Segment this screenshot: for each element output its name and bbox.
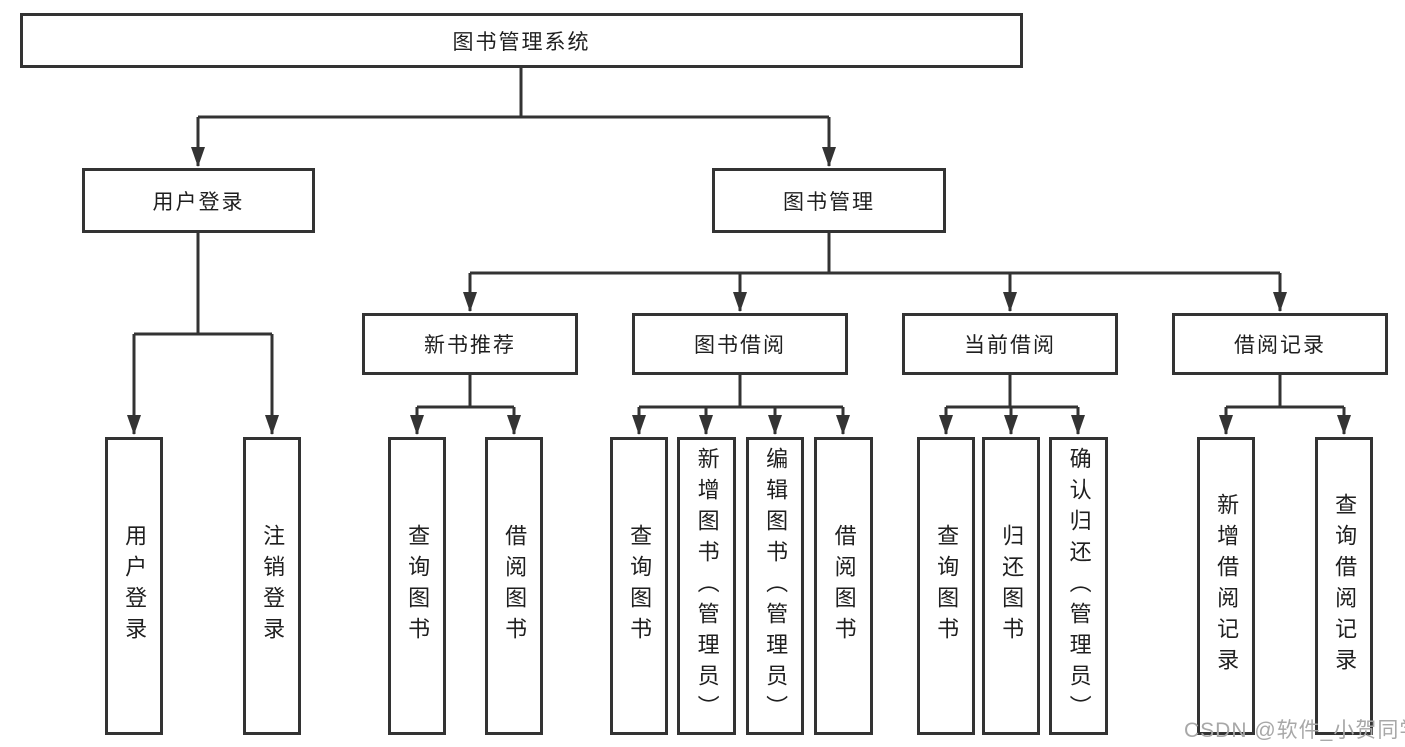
leaf-query-books-borrow-label: 查询图书 xyxy=(627,524,653,648)
leaf-query-books-borrow: 查询图书 xyxy=(610,437,668,735)
leaf-borrow-books-recommend: 借阅图书 xyxy=(485,437,543,735)
leaf-add-borrow-record: 新增借阅记录 xyxy=(1197,437,1255,735)
leaf-borrow-books-recommend-label: 借阅图书 xyxy=(502,524,528,648)
node-new-book-recommend-label: 新书推荐 xyxy=(424,334,516,357)
node-book-borrow-label: 图书借阅 xyxy=(694,334,786,357)
csdn-watermark: CSDN @软件_小贺同学 xyxy=(1184,719,1405,742)
leaf-query-borrow-record: 查询借阅记录 xyxy=(1315,437,1373,735)
node-user-login: 用户登录 xyxy=(82,168,315,233)
leaf-query-books-recommend-label: 查询图书 xyxy=(405,524,431,648)
leaf-edit-books-admin: 编辑图书（管理员） xyxy=(746,437,804,735)
node-user-login-label: 用户登录 xyxy=(152,190,245,214)
node-library-system-label: 图书管理系统 xyxy=(452,30,591,54)
leaf-query-books-recommend: 查询图书 xyxy=(388,437,446,735)
leaf-confirm-return-admin: 确认归还（管理员） xyxy=(1049,437,1108,735)
leaf-query-borrow-record-label: 查询借阅记录 xyxy=(1332,493,1358,679)
node-library-system: 图书管理系统 xyxy=(20,13,1023,68)
leaf-add-books-admin: 新增图书（管理员） xyxy=(677,437,736,735)
leaf-borrow-books-label: 借阅图书 xyxy=(831,524,857,648)
leaf-query-books-current-label: 查询图书 xyxy=(934,524,960,648)
leaf-query-books-current: 查询图书 xyxy=(917,437,975,735)
node-borrow-records: 借阅记录 xyxy=(1172,313,1388,375)
leaf-user-login-label: 用户登录 xyxy=(122,524,148,648)
leaf-confirm-return-admin-label: 确认归还（管理员） xyxy=(1066,446,1092,726)
leaf-edit-books-admin-label: 编辑图书（管理员） xyxy=(763,446,789,726)
node-current-borrow-label: 当前借阅 xyxy=(964,334,1056,357)
leaf-borrow-books: 借阅图书 xyxy=(814,437,873,735)
leaf-return-books-label: 归还图书 xyxy=(999,524,1025,648)
node-book-management: 图书管理 xyxy=(712,168,946,233)
leaf-user-login: 用户登录 xyxy=(105,437,163,735)
node-new-book-recommend: 新书推荐 xyxy=(362,313,578,375)
node-book-borrow: 图书借阅 xyxy=(632,313,848,375)
leaf-add-borrow-record-label: 新增借阅记录 xyxy=(1214,493,1240,679)
leaf-return-books: 归还图书 xyxy=(982,437,1040,735)
leaf-logout-login-label: 注销登录 xyxy=(260,524,286,648)
node-book-management-label: 图书管理 xyxy=(783,190,875,214)
leaf-add-books-admin-label: 新增图书（管理员） xyxy=(694,446,720,726)
leaf-logout-login: 注销登录 xyxy=(243,437,301,735)
node-borrow-records-label: 借阅记录 xyxy=(1234,334,1326,357)
node-current-borrow: 当前借阅 xyxy=(902,313,1118,375)
